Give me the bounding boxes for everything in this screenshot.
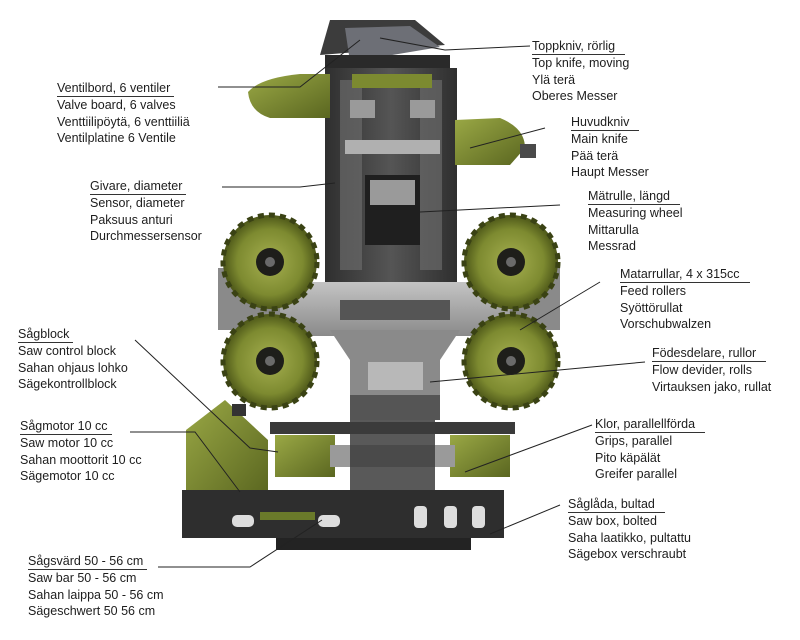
valve-board-label: Ventilbord, 6 ventiler Valve board, 6 va… (57, 81, 190, 146)
saw-box-label: Såglåda, bultad Saw box, bolted Saha laa… (568, 497, 691, 562)
main-body (325, 68, 457, 283)
top-knife-label: Toppkniv, rörlig Top knife, moving Ylä t… (532, 39, 630, 104)
leader-lines (130, 37, 646, 568)
feed-rollers-label: Matarrullar, 4 x 315cc Feed rollers Syöt… (620, 266, 750, 333)
saw-box (182, 490, 504, 550)
flow-divider-label: Födesdelare, rullor Flow devider, rolls … (652, 346, 772, 394)
saw-bar-label: Sågsvärd 50 - 56 cm Saw bar 50 - 56 cm S… (28, 554, 164, 619)
measuring-wheel-label: Mätrulle, längd Measuring wheel Mittarul… (588, 189, 683, 254)
grips-label: Klor, parallellförda Grips, parallel Pit… (595, 416, 706, 483)
main-knife-label: Huvudkniv Main knife Pää terä Haupt Mess… (571, 115, 649, 180)
feed-roller-top-right (461, 212, 561, 312)
valve-board (248, 74, 536, 165)
flow-divider (330, 330, 460, 420)
top-knife (320, 20, 450, 70)
feed-roller-bottom-right (461, 311, 561, 411)
saw-motor-housing (186, 400, 268, 496)
feed-roller-bottom-left (220, 311, 320, 411)
grips (270, 420, 515, 495)
sensor-label: Givare, diameter Sensor, diameter Paksuu… (90, 179, 202, 244)
feed-roller-top-left (220, 212, 320, 312)
saw-block-label: Sågblock Saw control block Sahan ohjaus … (18, 327, 128, 392)
saw-motor-label: Sågmotor 10 cc Saw motor 10 cc Sahan moo… (20, 419, 142, 484)
